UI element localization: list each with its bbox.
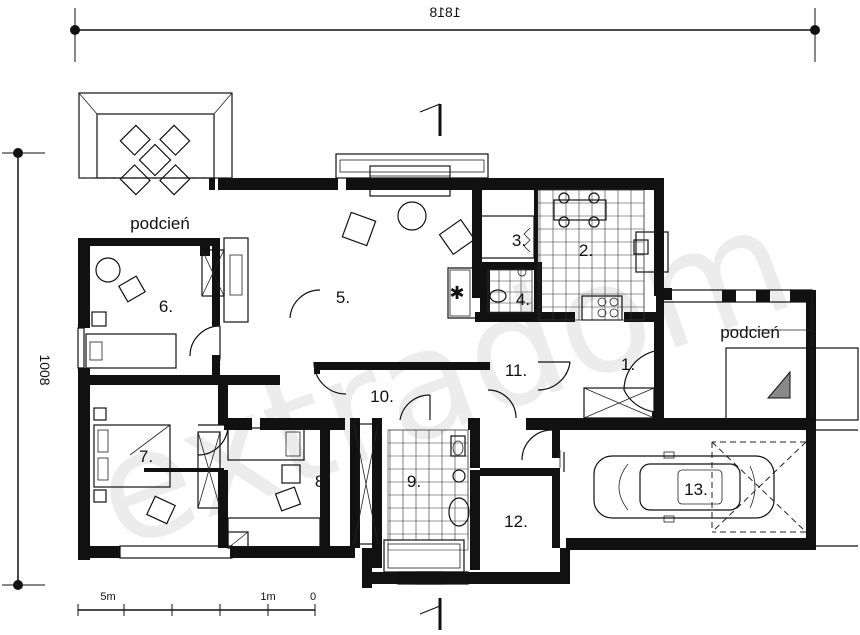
room-label-3: 3.	[512, 231, 526, 250]
room-label-7: 7.	[139, 447, 153, 466]
area-label-porch: podcień	[720, 323, 780, 342]
room-label-13: 13.	[684, 480, 708, 499]
section-mark-bottom	[419, 598, 442, 630]
bedroom-6-furniture	[85, 257, 177, 369]
scale-label-1m: 1m	[260, 591, 275, 603]
doors	[189, 289, 665, 461]
room-label-2: 2.	[579, 241, 593, 260]
hall-1-wardrobe	[583, 387, 655, 419]
room-label-5: 5.	[336, 288, 350, 307]
walls	[78, 178, 816, 588]
porch-area	[661, 289, 859, 421]
corridor-wardrobe	[353, 423, 379, 545]
section-mark-top	[419, 103, 442, 136]
room-12-marks	[559, 450, 565, 472]
scale-label-5m: 5m	[100, 591, 115, 603]
garage	[593, 429, 858, 547]
height-dimension-label: 1008	[37, 354, 53, 385]
kitchen-2	[479, 189, 657, 321]
room-label-4: 4.	[516, 290, 530, 309]
living-beam	[314, 362, 490, 370]
terrace-table-set	[119, 124, 191, 196]
scale-label-0: 0	[310, 591, 316, 603]
room-label-1: 1.	[621, 355, 635, 374]
room-label-11: 11.	[505, 361, 527, 380]
section-label-top: I	[455, 117, 456, 119]
room-8-furniture	[227, 427, 321, 549]
plan-drawing: 1818	[2, 4, 859, 630]
windows	[77, 153, 669, 585]
room-label-10: 10.	[370, 387, 394, 406]
ventilation-icon: ✱	[449, 283, 464, 303]
height-dimension	[2, 148, 45, 590]
car-icon	[593, 451, 775, 523]
section-label-bottom: I	[455, 619, 456, 621]
area-label-terrace: podcień	[130, 214, 190, 233]
room-label-6: 6.	[159, 297, 173, 316]
terrace-pergola	[78, 92, 233, 196]
labels: podcień podcień 1. 2. 3. 4. 5. 6. 7. 8. …	[37, 117, 780, 621]
scale-bar	[77, 604, 316, 616]
roof-triangle-icon	[766, 370, 791, 399]
width-dimension-label: 1818	[429, 4, 460, 20]
width-dimension: 1818	[70, 4, 820, 62]
room-label-8: 8.	[315, 472, 329, 491]
bedroom-7-furniture	[93, 407, 221, 525]
bathroom-9	[383, 429, 470, 573]
room-label-9: 9.	[407, 472, 421, 491]
wc-4	[447, 267, 533, 319]
room-label-12: 12.	[504, 512, 528, 531]
